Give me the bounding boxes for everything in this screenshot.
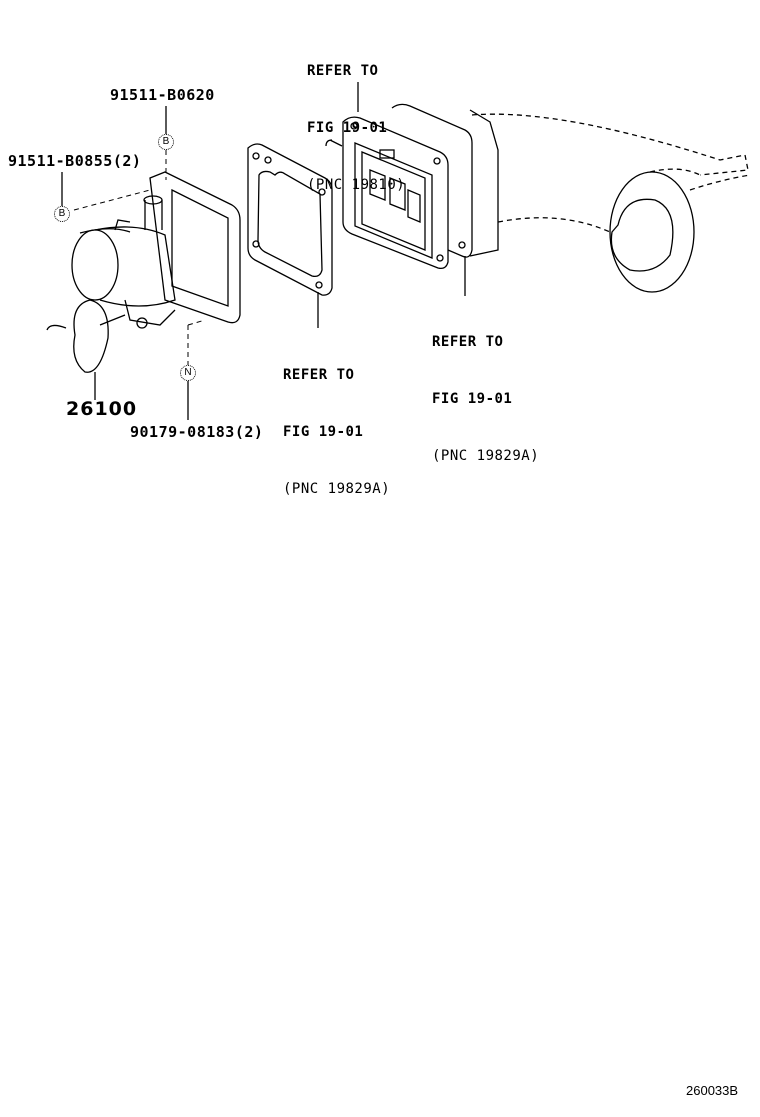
reference-pnc-19829a-left[interactable]: REFER TO FIG 19-01 (PNC 19829A): [283, 328, 390, 537]
reference-line: REFER TO: [307, 63, 379, 79]
marker-b-left: B: [54, 206, 70, 222]
part-number-91511-B0620[interactable]: 91511-B0620: [110, 86, 215, 104]
throttle-body-part: [46, 171, 241, 373]
reference-pnc-19810[interactable]: REFER TO FIG 19-01 (PNC 19810): [307, 24, 405, 233]
air-intake-duct: [469, 109, 751, 293]
gasket-part: [247, 143, 333, 296]
marker-n: N: [180, 365, 196, 381]
reference-pnc: (PNC 19810): [307, 177, 406, 193]
part-number-91511-B0855[interactable]: 91511-B0855(2): [8, 152, 142, 170]
reference-line: REFER TO: [283, 367, 355, 383]
reference-pnc-19829a-right[interactable]: REFER TO FIG 19-01 (PNC 19829A): [432, 295, 539, 504]
reference-line: REFER TO: [432, 334, 504, 350]
part-number-26100[interactable]: 26100: [66, 398, 138, 420]
airflow-meter-part: [325, 103, 473, 270]
figure-id: 260033B: [686, 1083, 739, 1098]
reference-line: FIG 19-01: [283, 424, 364, 440]
reference-pnc: (PNC 19829A): [432, 448, 540, 464]
reference-pnc: (PNC 19829A): [283, 481, 391, 497]
marker-b-top: B: [158, 134, 174, 150]
part-number-90179-08183[interactable]: 90179-08183(2): [130, 423, 264, 441]
reference-line: FIG 19-01: [307, 120, 388, 136]
reference-line: FIG 19-01: [432, 391, 513, 407]
